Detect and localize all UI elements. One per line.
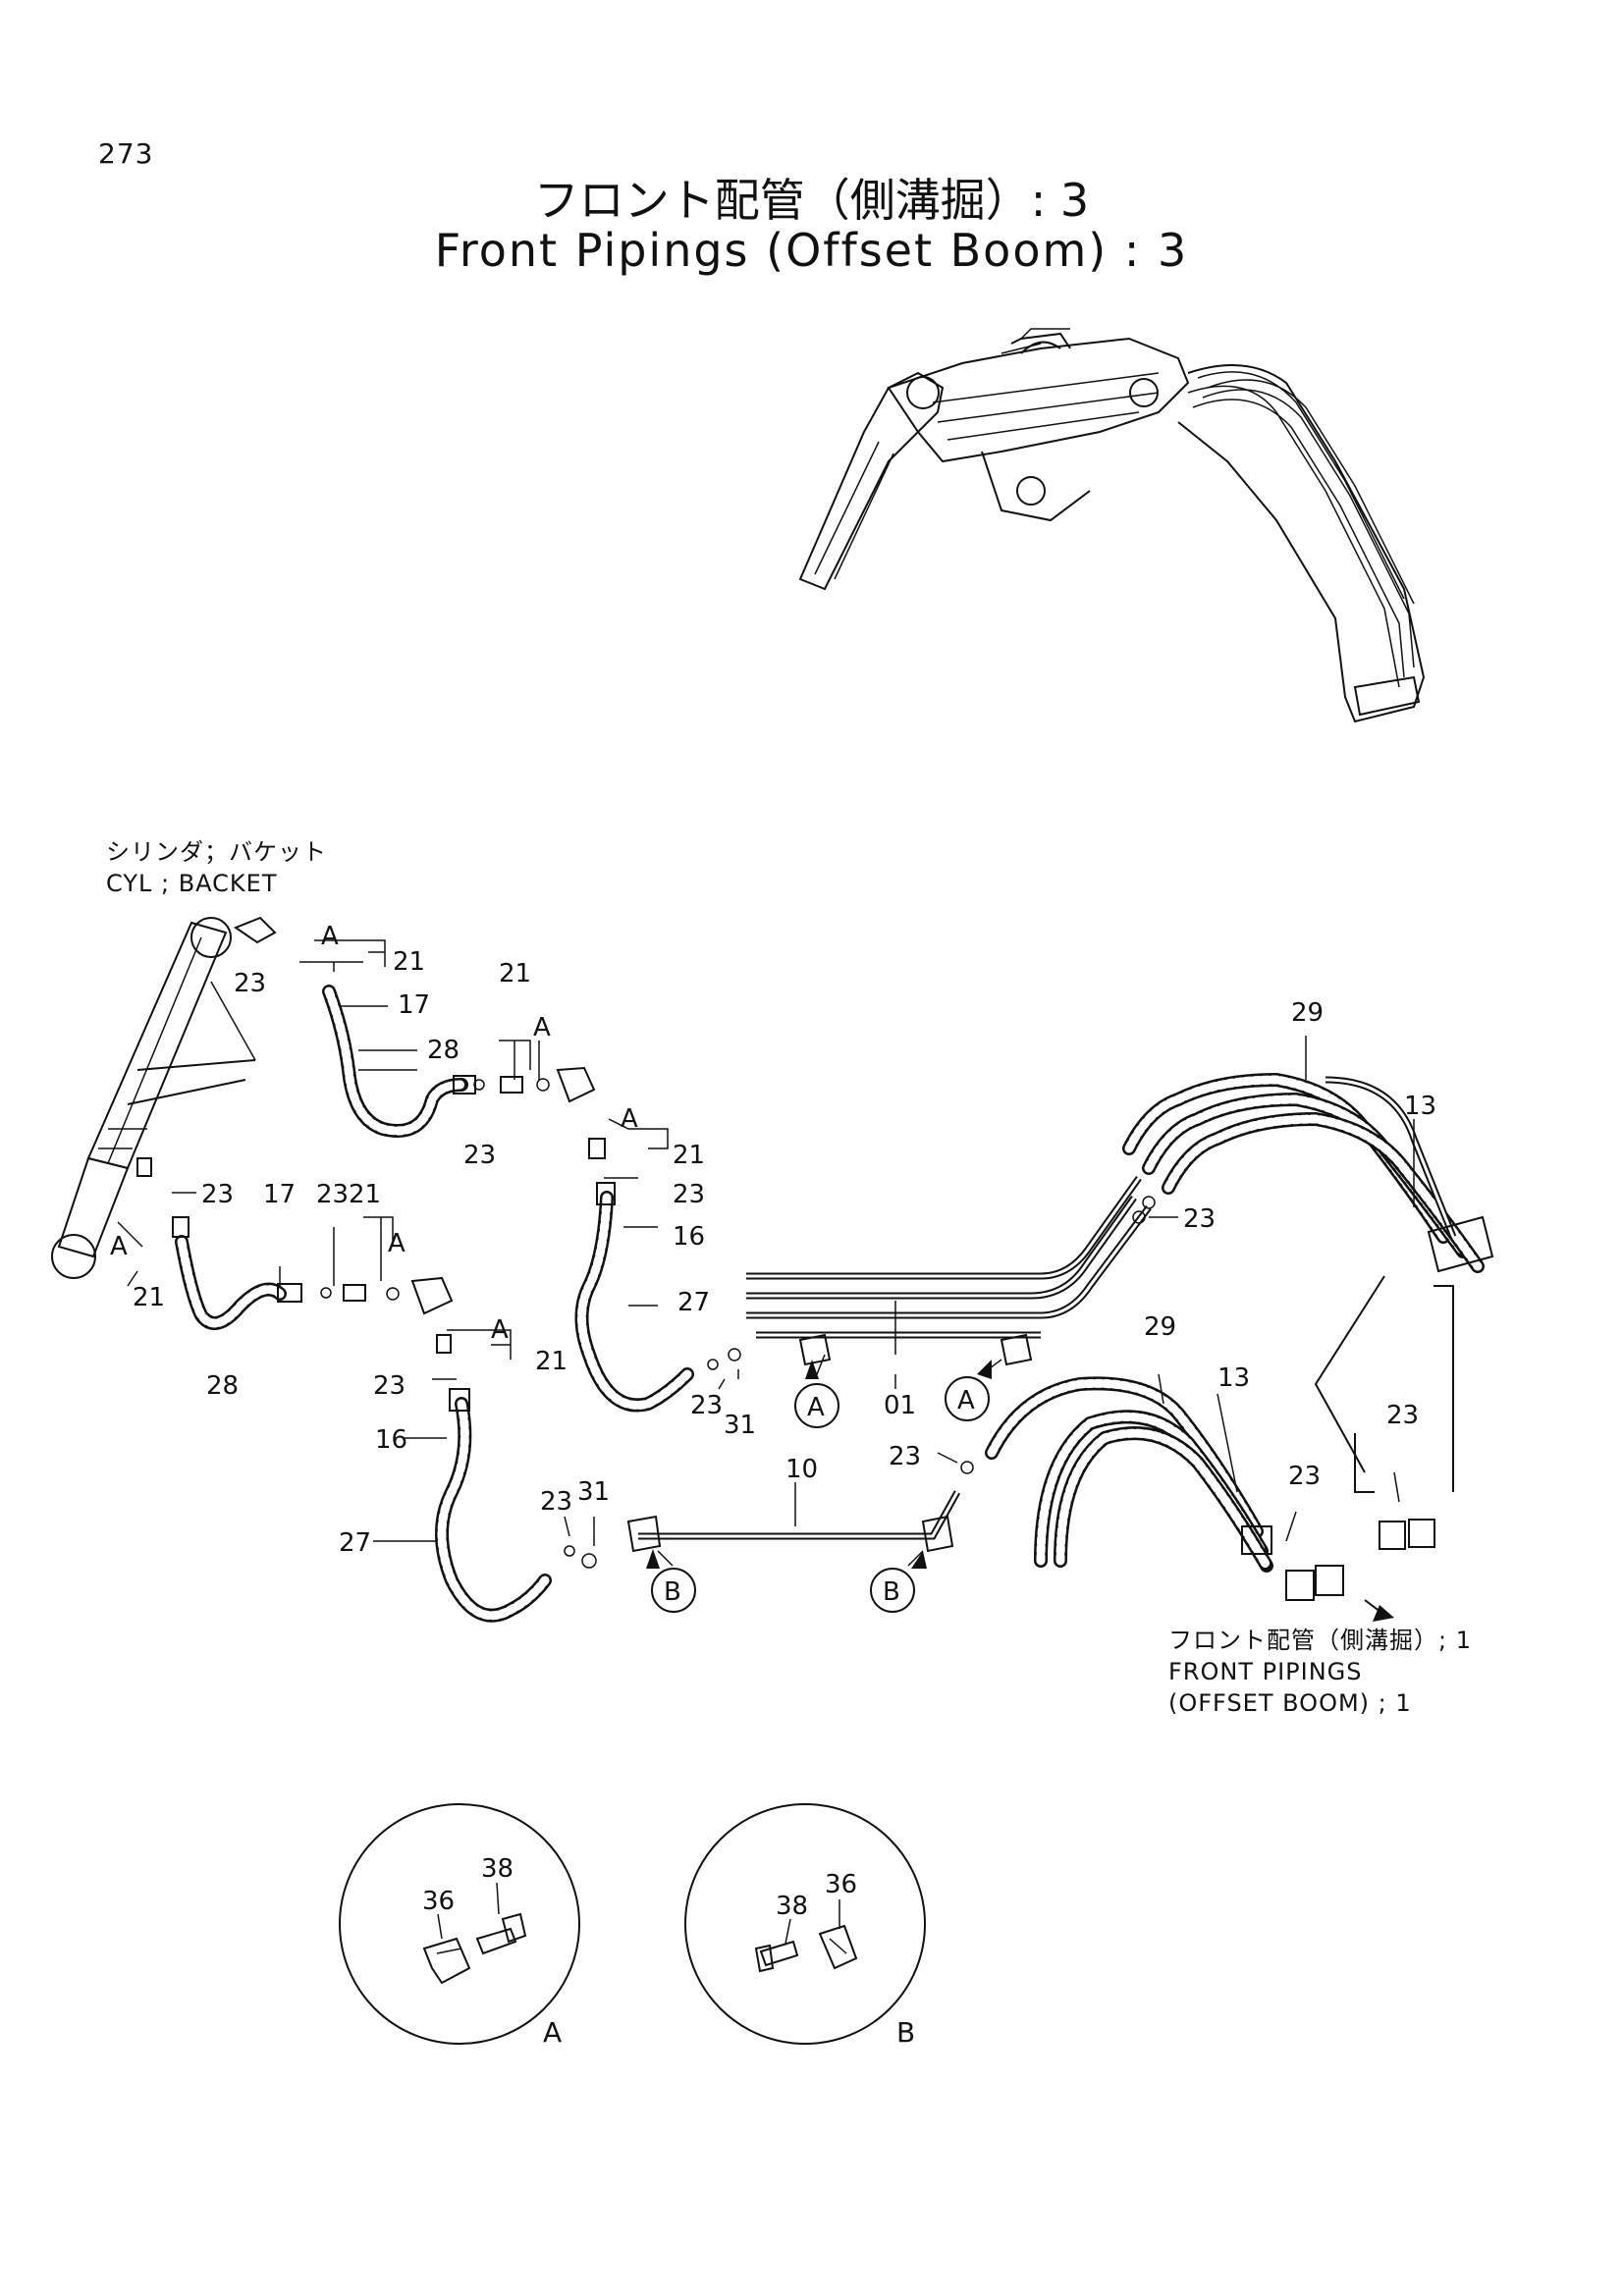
part-label-10: 10 <box>785 1455 818 1484</box>
part-label-29: 29 <box>1144 1312 1176 1342</box>
view-marker-b: B <box>883 1577 900 1607</box>
part-number-labels: A 21 23 17 28 23 21 A A 21 23 16 27 23 1… <box>110 922 1436 1558</box>
pipe-01 <box>746 1175 1152 1366</box>
part-label-21: 21 <box>133 1283 165 1312</box>
part-label-23: 23 <box>1288 1462 1321 1491</box>
hose-27-middle <box>574 1138 741 1413</box>
hose-28-upper <box>322 985 596 1138</box>
page-title-english: Front Pipings (Offset Boom) : 3 <box>434 224 1189 277</box>
part-label-13: 13 <box>1404 1092 1436 1121</box>
cylinder-note-jp: シリンダ；バケット <box>106 838 327 866</box>
view-arrow-label: A <box>533 1013 551 1042</box>
hose-bundle-29-13-upper <box>1122 1072 1494 1273</box>
part-label-29: 29 <box>1291 998 1324 1028</box>
part-label-21: 21 <box>673 1141 705 1170</box>
part-label-13: 13 <box>1217 1363 1250 1393</box>
machine-overview-illustration <box>798 328 1426 723</box>
part-label-23: 23 <box>540 1487 572 1517</box>
part-label-21: 21 <box>499 959 531 988</box>
part-label-28: 28 <box>427 1036 460 1065</box>
part-label-23: 23 <box>673 1180 705 1209</box>
circled-view-markers: A A B B <box>646 1360 992 1613</box>
part-label-23: 23 <box>201 1180 234 1209</box>
part-label-23: 23 <box>234 969 266 998</box>
view-marker-a: A <box>957 1386 975 1415</box>
view-arrow-label: A <box>321 922 339 951</box>
pipe-10 <box>626 1461 974 1553</box>
part-label-21: 21 <box>535 1347 568 1376</box>
detail-view-b-label: B <box>896 2016 915 2049</box>
part-label-31: 31 <box>724 1411 756 1440</box>
part-label-23: 23 <box>316 1180 349 1209</box>
part-label-27: 27 <box>677 1288 710 1317</box>
reference-note-jp: フロント配管（側溝掘）; 1 <box>1168 1627 1472 1654</box>
leader-lines <box>117 939 1415 1567</box>
part-label-23: 23 <box>690 1391 723 1420</box>
bucket-cylinder-illustration <box>51 916 277 1279</box>
part-label-01: 01 <box>884 1391 916 1420</box>
reference-note-en-2: (OFFSET BOOM) ; 1 <box>1168 1689 1412 1717</box>
part-label-23: 23 <box>1183 1204 1216 1234</box>
reference-note-en-1: FRONT PIPINGS <box>1168 1658 1363 1685</box>
part-label-23: 23 <box>373 1371 406 1401</box>
part-label-31: 31 <box>577 1477 610 1507</box>
view-arrow-label: A <box>110 1232 128 1261</box>
part-label-21: 21 <box>393 947 425 977</box>
page-title-japanese: フロント配管（側溝掘）: 3 <box>533 174 1090 227</box>
part-label-36: 36 <box>422 1887 455 1916</box>
part-label-17: 17 <box>398 990 430 1020</box>
cylinder-note: シリンダ；バケット CYL ; BACKET <box>106 836 327 899</box>
part-label-38: 38 <box>776 1892 808 1921</box>
part-label-23: 23 <box>463 1141 496 1170</box>
part-label-17: 17 <box>263 1180 296 1209</box>
view-marker-a: A <box>807 1393 825 1422</box>
part-label-21: 21 <box>349 1180 381 1209</box>
hose-bundle-29-13-lower <box>985 1275 1454 1622</box>
part-label-23: 23 <box>889 1442 921 1471</box>
view-arrow-label: A <box>491 1315 509 1345</box>
reference-note: フロント配管（側溝掘）; 1 FRONT PIPINGS (OFFSET BOO… <box>1168 1625 1472 1719</box>
detail-view-a-label: A <box>543 2016 562 2049</box>
hose-27-lower <box>435 1334 597 1623</box>
cylinder-note-en: CYL ; BACKET <box>106 870 278 897</box>
part-label-23: 23 <box>1386 1401 1419 1430</box>
part-label-16: 16 <box>673 1222 705 1252</box>
part-label-27: 27 <box>339 1528 371 1558</box>
part-label-38: 38 <box>481 1854 514 1884</box>
page-number: 273 <box>98 137 154 170</box>
part-label-16: 16 <box>375 1425 407 1455</box>
part-label-36: 36 <box>825 1870 857 1899</box>
view-arrow-label: A <box>388 1229 406 1258</box>
part-label-28: 28 <box>206 1371 239 1401</box>
detail-view-a: 36 38 A <box>339 1803 580 2049</box>
view-marker-b: B <box>664 1577 681 1607</box>
hose-28-lower <box>136 1157 454 1330</box>
detail-view-b: 38 36 B <box>684 1803 926 2049</box>
view-arrow-label: A <box>621 1104 638 1134</box>
